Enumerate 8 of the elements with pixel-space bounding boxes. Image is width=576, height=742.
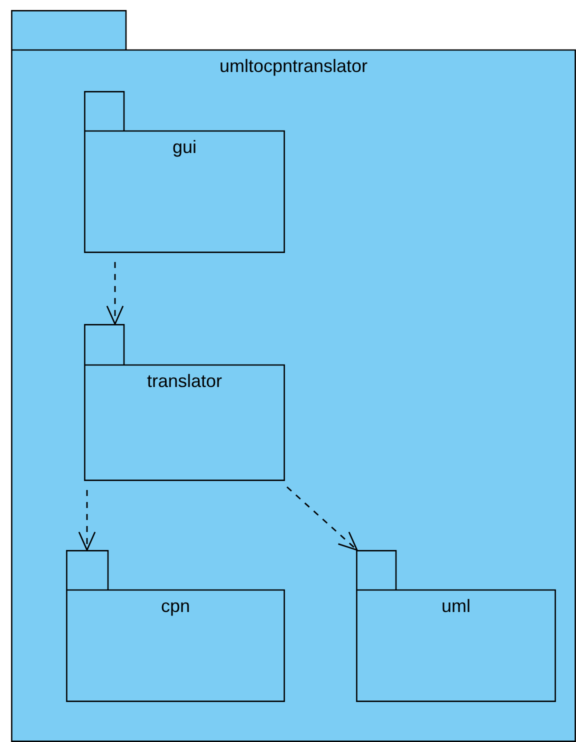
dependency-arrow <box>106 262 124 325</box>
package-name: gui <box>171 137 198 158</box>
dependency-arrow <box>78 490 96 551</box>
package-name: umltocpntranslator <box>218 56 369 77</box>
package-name: translator <box>146 371 224 392</box>
package-name: uml <box>440 596 472 617</box>
dependency-arrow <box>286 486 358 551</box>
package-name: cpn <box>160 596 192 617</box>
